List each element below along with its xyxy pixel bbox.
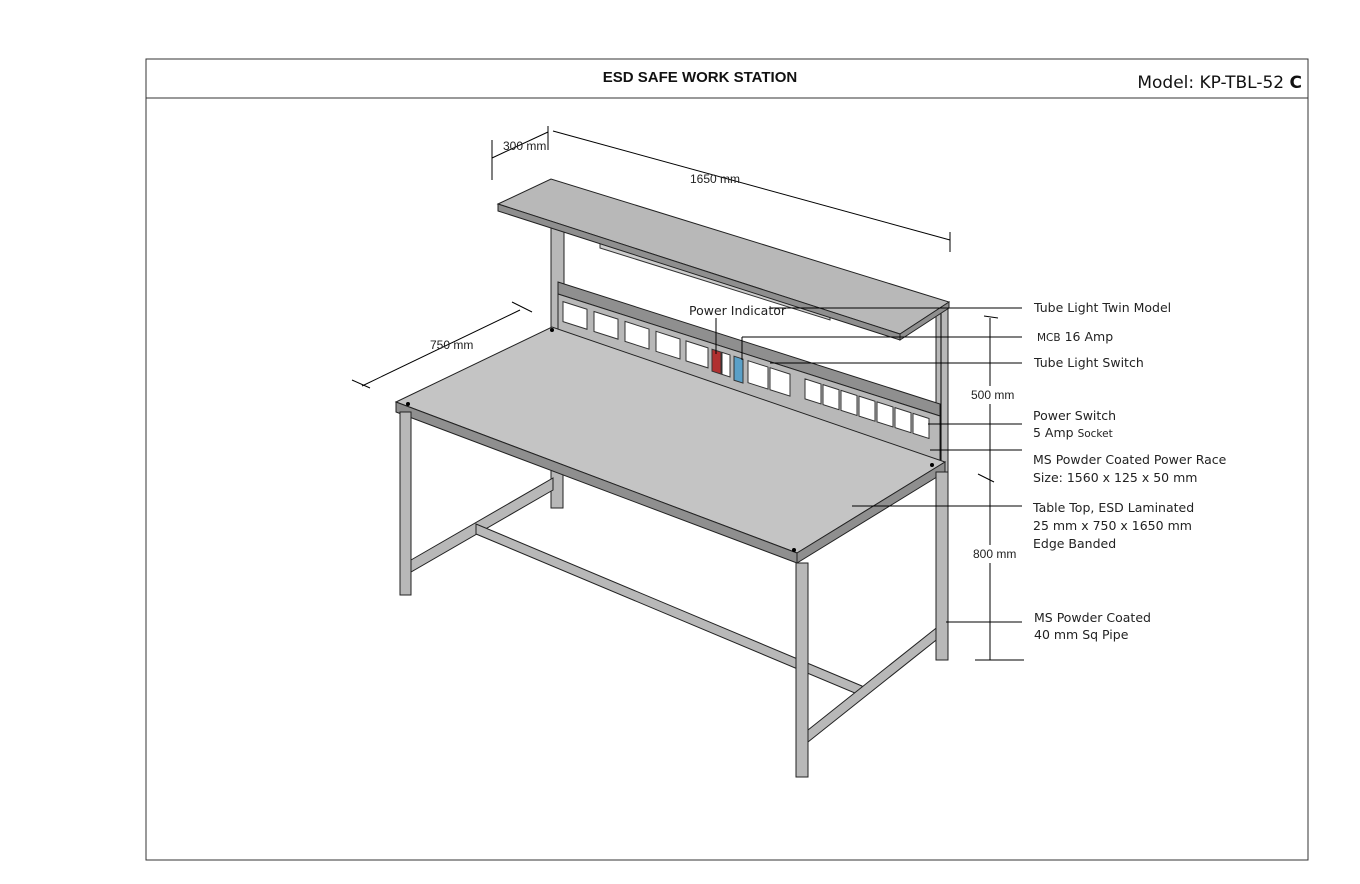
table-top [394,326,947,564]
15amp-socket [624,320,650,350]
dim-shelf-length: 1650 mm [690,172,740,186]
front-left-leg [399,411,412,596]
power-switch [685,340,709,369]
label-table-top: Table Top, ESD Laminated [1032,500,1194,515]
drawing-frame [145,58,1309,861]
label-tube-light: Tube Light Twin Model [1033,300,1171,315]
top-shelf [496,178,951,341]
5amp-socket [876,401,894,428]
dim-table-depth: 750 mm [430,338,473,352]
label-power-race: MS Powder Coated Power Race [1033,452,1227,467]
socket-row [562,300,930,440]
5amp-socket [822,383,840,411]
5amp-socket [804,378,822,405]
right-stretcher [807,623,941,744]
label-pipe: MS Powder Coated [1034,610,1151,625]
5amp-socket [858,395,876,422]
back-right-leg [935,471,949,661]
label-5amp-socket: 5 Amp Socket [1033,425,1113,440]
label-tube-light-switch: Tube Light Switch [1033,355,1144,370]
5amp-socket [840,389,858,417]
dim-shelf-depth: 300 mm [503,139,546,153]
15amp-socket [655,330,681,360]
tube-light-switch-plate [769,367,791,397]
model-number: Model: KP-TBL-52 C [1137,73,1302,93]
mcb [733,355,744,384]
label-pipe-size: 40 mm Sq Pipe [1034,627,1129,642]
15amp-socket [562,300,588,330]
label-mcb: MCB 16 Amp [1037,329,1113,344]
dim-table-height: 800 mm [973,547,1016,561]
label-edge-banded: Edge Banded [1033,536,1116,551]
dim-upper-height: 500 mm [971,388,1014,402]
label-power-race-size: Size: 1560 x 125 x 50 mm [1033,470,1197,485]
dimension-lines [351,126,1024,661]
indicator-switch [721,351,731,378]
front-right-leg [795,562,809,778]
5amp-socket [894,406,912,434]
tube-light-switch-plate [747,359,769,390]
5amp-socket [912,412,930,440]
drawing-title: ESD SAFE WORK STATION [603,69,797,86]
label-power-indicator: Power Indicator [689,303,787,318]
power-indicator [711,348,722,375]
label-power-switch: Power Switch [1033,408,1116,423]
callout-leaders [715,307,1022,623]
label-table-top-size: 25 mm x 750 x 1650 mm [1033,518,1192,533]
15amp-socket [593,310,619,340]
